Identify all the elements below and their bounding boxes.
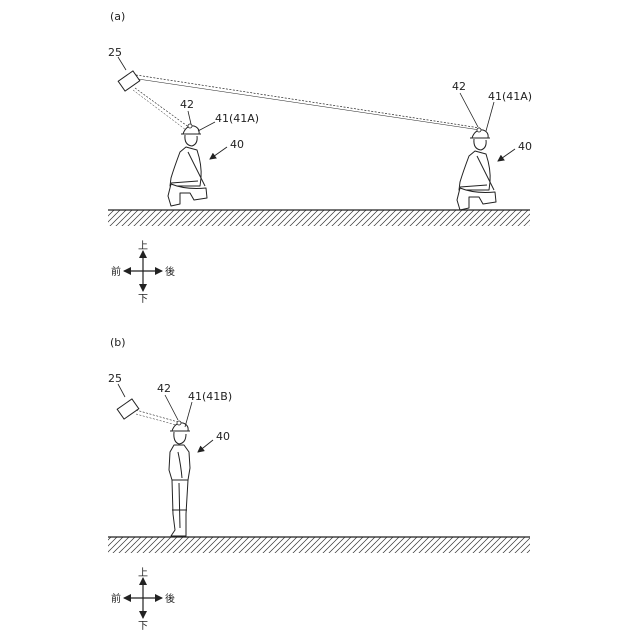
leader-line — [165, 395, 178, 420]
dir-down-label: 下 — [138, 294, 148, 305]
dir-up-label: 上 — [138, 567, 148, 579]
worker-standing — [169, 423, 190, 536]
person-label: 40 — [518, 140, 532, 153]
dir-front-label: 前 — [111, 265, 121, 278]
dir-front-label: 前 — [111, 592, 121, 605]
beam-short — [133, 90, 186, 130]
sensor-device — [118, 71, 140, 91]
direction-indicator: 上 下 前 後 — [111, 240, 175, 305]
pointer-arrow — [198, 440, 213, 452]
beam-short — [136, 410, 178, 422]
dir-down-label: 下 — [138, 621, 148, 632]
ground-hatch — [108, 210, 530, 226]
panel-b-tag: (b) — [110, 336, 126, 349]
sensor-label: 25 — [108, 46, 122, 59]
helmet-label: 41(41A) — [488, 90, 532, 103]
dir-up-label: 上 — [138, 240, 148, 252]
person-label: 40 — [216, 430, 230, 443]
helmet-label: 41(41A) — [215, 112, 259, 125]
leader-line — [185, 402, 192, 427]
marker-label: 42 — [157, 382, 171, 395]
panel-a: (a) 25 42 41(41A) 40 — [108, 10, 532, 305]
leader-line — [188, 111, 191, 124]
leader-line — [118, 384, 125, 397]
dir-back-label: 後 — [165, 592, 175, 605]
leader-line — [118, 57, 126, 70]
helmet-label: 41(41B) — [188, 390, 232, 403]
pointer-arrow — [498, 149, 515, 161]
sensor-label: 25 — [108, 372, 122, 385]
ground-hatch — [108, 537, 530, 553]
marker-label: 42 — [180, 98, 194, 111]
person-label: 40 — [230, 138, 244, 151]
panel-a-tag: (a) — [110, 10, 125, 23]
panel-b: (b) 25 42 41(41B) 40 — [108, 336, 530, 632]
marker-42-dot — [477, 128, 481, 132]
pointer-arrow — [210, 147, 227, 159]
direction-indicator: 上 下 前 後 — [111, 567, 175, 632]
worker-crouching-left — [168, 126, 207, 206]
marker-42-dot — [188, 124, 192, 128]
leader-line — [486, 102, 494, 131]
leader-line — [198, 122, 215, 131]
leader-line — [460, 93, 478, 127]
sensor-device — [117, 399, 139, 419]
marker-42-dot — [177, 421, 181, 425]
marker-label: 42 — [452, 80, 466, 93]
dir-back-label: 後 — [165, 265, 175, 278]
worker-crouching-right — [457, 130, 496, 210]
